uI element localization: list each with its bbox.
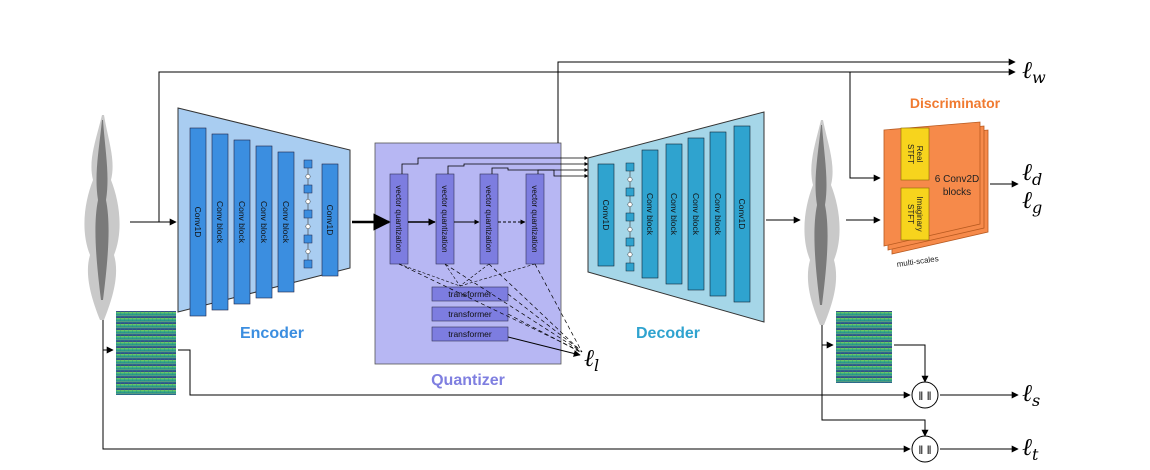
- decoder-block-1: [597, 163, 615, 267]
- discriminator: Discriminator RealSTFT ImaginarySTFT 6 C…: [883, 95, 1001, 269]
- encoder-block-1: [189, 127, 207, 317]
- decoder-block-5: [709, 131, 727, 297]
- multi-scales-label: multi-scales: [896, 254, 939, 269]
- decoder: Conv1D Conv block Conv block Conv block Conv…: [587, 111, 765, 342]
- svg-text:ℓd: ℓd: [1022, 158, 1042, 189]
- encoder-block-5: [277, 151, 295, 293]
- svg-text:ℓs: ℓs: [1022, 379, 1040, 410]
- discriminator-title: Discriminator: [910, 95, 1001, 111]
- decoder-residual-chain: [625, 162, 635, 272]
- transformer-label: transformer: [448, 309, 492, 319]
- quantizer: vector quantization vector quantization ve…: [374, 142, 589, 389]
- decoder-block-label: Conv1D: [737, 199, 747, 230]
- loss-label-t: ℓt: [1022, 433, 1039, 464]
- encoder-title: Encoder: [240, 325, 304, 342]
- loss-label-l: ℓl: [584, 344, 599, 375]
- decoder-block-label: Conv block: [691, 193, 701, 236]
- encoder-block-4: [255, 145, 273, 299]
- encoder-block-label: Conv block: [215, 201, 225, 244]
- input-spectrogram: [116, 311, 176, 395]
- norm-circle-t: ‖ ‖: [911, 435, 939, 463]
- norm-circle-s: ‖ ‖: [911, 381, 939, 409]
- decoder-block-6: [733, 125, 751, 303]
- decoder-block-label: Conv1D: [601, 200, 611, 231]
- loss-label-d: ℓd: [1022, 158, 1042, 189]
- loss-label-w: ℓw: [1022, 56, 1046, 87]
- transformer-label: transformer: [448, 329, 492, 339]
- vq-block-label: vector quantization: [440, 185, 449, 252]
- encoder-block-label: Conv1D: [193, 207, 203, 238]
- vq-block-label: vector quantization: [484, 185, 493, 252]
- svg-text:‖ ‖: ‖ ‖: [918, 443, 931, 457]
- svg-text:ℓl: ℓl: [584, 344, 599, 375]
- encoder-block-3: [233, 139, 251, 305]
- decoder-block-3: [665, 143, 683, 285]
- decoder-title: Decoder: [636, 325, 700, 342]
- encoder-block-2: [211, 133, 229, 311]
- decoder-block-label: Conv block: [713, 193, 723, 236]
- decoder-block-label: Conv block: [669, 193, 679, 236]
- svg-text:ℓt: ℓt: [1022, 433, 1039, 464]
- real-stft-label: RealSTFT: [906, 144, 924, 164]
- quantizer-title: Quantizer: [431, 372, 505, 389]
- imaginary-stft-label: ImaginarySTFT: [906, 196, 924, 231]
- encoder-residual-chain: [303, 159, 313, 269]
- output-waveform: [804, 120, 840, 325]
- encoder-block-label: Conv block: [237, 201, 247, 244]
- encoder: Conv1D Conv block Conv block Conv block Conv…: [177, 107, 351, 342]
- vq-block-label: vector quantization: [394, 185, 403, 252]
- encoder-block-6: [321, 163, 339, 277]
- decoder-block-2: [641, 149, 659, 279]
- connections: [102, 58, 1019, 453]
- transformer-label: transformer: [448, 289, 492, 299]
- svg-text:ℓw: ℓw: [1022, 56, 1046, 87]
- decoder-block-4: [687, 137, 705, 291]
- input-waveform: [84, 115, 120, 320]
- svg-text:ℓg: ℓg: [1022, 186, 1042, 217]
- transformer-block-3: [431, 326, 509, 342]
- real-stft-block: [900, 127, 930, 181]
- vq-block-label: vector quantization: [530, 185, 539, 252]
- decoder-block-label: Conv block: [645, 193, 655, 236]
- encoder-block-label: Conv block: [281, 201, 291, 244]
- loss-label-s: ℓs: [1022, 379, 1040, 410]
- loss-label-g: ℓg: [1022, 186, 1042, 217]
- svg-text:‖ ‖: ‖ ‖: [918, 389, 931, 403]
- imaginary-stft-block: [900, 187, 930, 241]
- encoder-block-label: Conv1D: [325, 205, 335, 236]
- output-spectrogram: [836, 311, 892, 383]
- encoder-block-label: Conv block: [259, 201, 269, 244]
